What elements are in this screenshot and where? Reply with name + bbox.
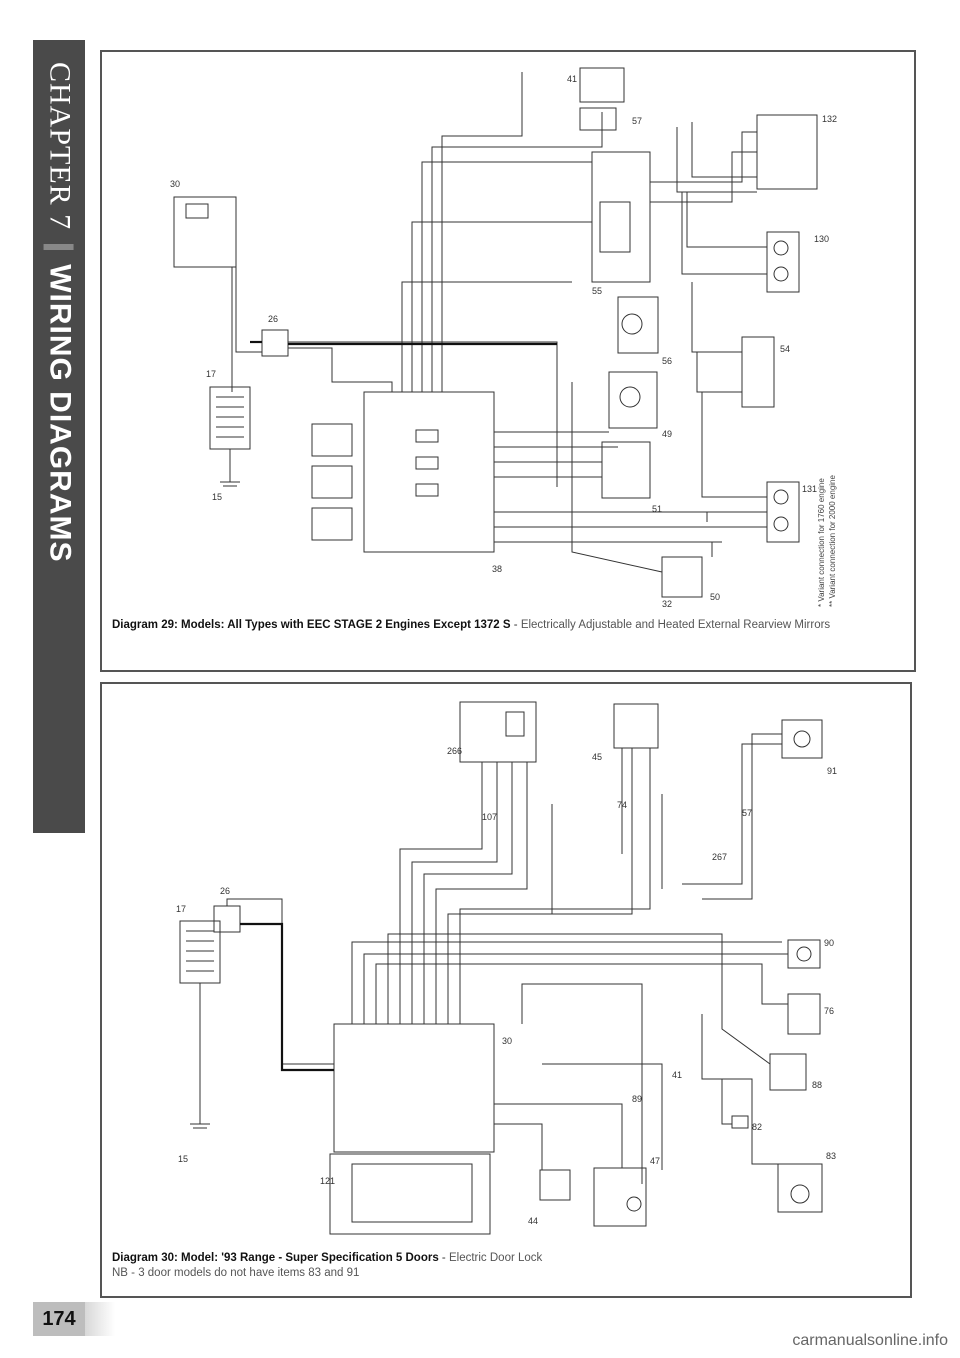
motor-76 — [787, 993, 821, 1035]
label-107: 107 — [482, 812, 497, 822]
module-121 — [329, 1153, 491, 1235]
label-41: 41 — [567, 74, 577, 84]
module-132 — [756, 114, 818, 190]
diagram-30-subtitle: Electric Door Lock — [448, 1252, 543, 1264]
label-131: 131 — [802, 484, 817, 494]
chapter-side-tab: CHAPTER 7 WIRING DIAGRAMS — [33, 40, 85, 833]
label-130: 130 — [814, 234, 829, 244]
label-17: 17 — [176, 904, 186, 914]
control-unit-38 — [333, 1023, 495, 1153]
label-57: 57 — [742, 808, 752, 818]
connector-82 — [731, 1115, 749, 1129]
diagram-29-title: Diagram 29: Models: All Types with EEC S… — [112, 619, 511, 631]
diagram-29-panel: 15 17 26 30 38 41 57 55 56 49 51 132 130… — [100, 50, 916, 672]
label-45: 45 — [592, 752, 602, 762]
motor-51 — [601, 441, 651, 499]
connector-50 — [661, 556, 703, 598]
switch-54 — [741, 336, 775, 408]
connector-88 — [769, 1053, 807, 1091]
diagram-29-schematic: 15 17 26 30 38 41 57 55 56 49 51 132 130… — [170, 67, 837, 609]
label-26: 26 — [220, 886, 230, 896]
motor-130 — [766, 231, 800, 293]
motor-83 — [777, 1163, 823, 1213]
tab-separator — [43, 244, 74, 251]
label-90: 90 — [824, 938, 834, 948]
note-1760: * Variant connection for 1760 engine — [817, 478, 826, 607]
control-unit-38 — [363, 391, 495, 553]
label-89: 89 — [632, 1094, 642, 1104]
motor-49 — [608, 371, 658, 429]
module-45 — [613, 703, 659, 749]
connector-44 — [539, 1169, 571, 1201]
side-tab-text: CHAPTER 7 WIRING DIAGRAMS — [43, 62, 77, 563]
diagram-30-caption: Diagram 30: Model: '93 Range - Super Spe… — [112, 1251, 902, 1281]
mirror-unit-55 — [591, 151, 651, 283]
module-266 — [459, 701, 537, 763]
label-15: 15 — [178, 1154, 188, 1164]
label-32: 32 — [662, 599, 672, 609]
relay-57 — [579, 107, 617, 131]
label-83: 83 — [826, 1151, 836, 1161]
label-76: 76 — [824, 1006, 834, 1016]
page-number-tab — [85, 1302, 115, 1336]
diagram-30-schematic: 15 17 26 30 121 266 45 91 107 74 57 267 … — [176, 701, 837, 1235]
motor-91 — [781, 719, 823, 759]
label-51: 51 — [652, 504, 662, 514]
label-57: 57 — [632, 116, 642, 126]
battery-17 — [209, 386, 251, 450]
label-54: 54 — [780, 344, 790, 354]
label-30: 30 — [502, 1036, 512, 1046]
label-55: 55 — [592, 286, 602, 296]
motor-90 — [787, 939, 821, 969]
fuse-26 — [261, 329, 289, 357]
motor-56 — [617, 296, 659, 354]
fuse-26 — [213, 905, 241, 933]
note-2000: ** Variant connection for 2000 engine — [828, 475, 837, 607]
label-82: 82 — [752, 1122, 762, 1132]
label-50: 50 — [710, 592, 720, 602]
label-41: 41 — [672, 1070, 682, 1080]
mirror-switch-30 — [173, 196, 237, 268]
watermark: carmanualsonline.info — [792, 1332, 948, 1349]
motor-131 — [766, 481, 800, 543]
label-47: 47 — [650, 1156, 660, 1166]
page-number: 174 — [33, 1302, 85, 1336]
label-26: 26 — [268, 314, 278, 324]
chapter-label: CHAPTER 7 — [43, 62, 77, 231]
diagram-30-note: NB - 3 door models do not have items 83 … — [112, 1267, 360, 1279]
diagram-30-panel: 15 17 26 30 121 266 45 91 107 74 57 267 … — [100, 682, 912, 1298]
label-121: 121 — [320, 1176, 335, 1186]
diagram-29-subtitle: Electrically Adjustable and Heated Exter… — [520, 619, 831, 631]
label-56: 56 — [662, 356, 672, 366]
label-88: 88 — [812, 1080, 822, 1090]
relay-41 — [579, 67, 625, 103]
diagram-29-dash: - — [510, 619, 521, 631]
diagram-29-caption: Diagram 29: Models: All Types with EEC S… — [112, 618, 902, 633]
label-38: 38 — [492, 564, 502, 574]
label-49: 49 — [662, 429, 672, 439]
label-267: 267 — [712, 852, 727, 862]
label-44: 44 — [528, 1216, 538, 1226]
label-266: 266 — [447, 746, 462, 756]
module-47 — [593, 1167, 647, 1227]
diagram-30-dash: - — [438, 1252, 449, 1264]
label-91: 91 — [827, 766, 837, 776]
diagram-30-title: Diagram 30: Model: '93 Range - Super Spe… — [112, 1252, 439, 1264]
label-132: 132 — [822, 114, 837, 124]
label-15: 15 — [212, 492, 222, 502]
label-30: 30 — [170, 179, 180, 189]
label-17: 17 — [206, 369, 216, 379]
chapter-title: WIRING DIAGRAMS — [43, 264, 77, 563]
label-74: 74 — [617, 800, 627, 810]
